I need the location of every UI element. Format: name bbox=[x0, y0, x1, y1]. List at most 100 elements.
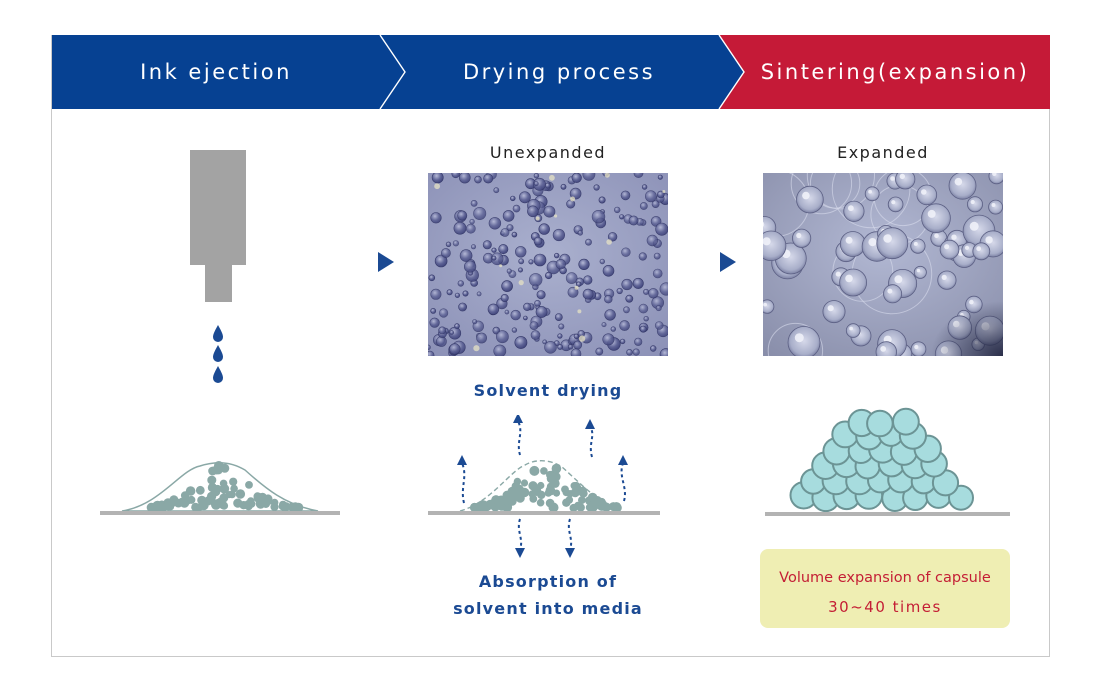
header-step-drying-process bbox=[380, 35, 744, 109]
ink-particle bbox=[233, 498, 243, 508]
ink-particle bbox=[529, 465, 540, 476]
microcapsule bbox=[430, 212, 442, 224]
microcapsule bbox=[576, 281, 582, 287]
microcapsule bbox=[535, 306, 548, 318]
light-speck bbox=[662, 190, 666, 193]
header-step-label: Ink ejection bbox=[140, 60, 292, 84]
microcapsule bbox=[604, 309, 616, 321]
microcapsule bbox=[602, 265, 615, 277]
microcapsule bbox=[557, 333, 563, 339]
light-speck bbox=[574, 285, 579, 290]
ink-particle bbox=[179, 498, 188, 506]
microcapsule bbox=[523, 302, 532, 311]
ink-particle bbox=[537, 490, 546, 500]
microcapsule bbox=[599, 258, 606, 265]
microcapsule bbox=[491, 247, 497, 253]
ink-particle bbox=[195, 485, 205, 495]
microcapsule bbox=[440, 248, 451, 258]
microcapsule bbox=[496, 330, 509, 344]
microcapsule bbox=[429, 317, 440, 328]
light-speck bbox=[578, 335, 586, 342]
microcapsule bbox=[652, 268, 663, 279]
microcapsule bbox=[619, 338, 626, 345]
microcapsule bbox=[616, 287, 623, 295]
evaporation-arrow-icon bbox=[620, 462, 626, 502]
ink-particle bbox=[565, 496, 574, 504]
absorption-label-line2: solvent into media bbox=[453, 599, 643, 618]
ink-particle bbox=[578, 496, 586, 504]
light-speck bbox=[549, 174, 555, 181]
expanded-micrograph bbox=[763, 173, 1003, 356]
microcapsule bbox=[552, 228, 565, 242]
ink-particle bbox=[207, 482, 217, 493]
microcapsule bbox=[544, 182, 551, 189]
microcapsule bbox=[638, 252, 647, 261]
microcapsule bbox=[621, 278, 633, 291]
microcapsule bbox=[583, 275, 593, 285]
microcapsule bbox=[536, 290, 546, 300]
microcapsule bbox=[604, 294, 613, 304]
light-speck bbox=[518, 280, 524, 286]
ink-particle bbox=[150, 503, 159, 511]
microcapsule bbox=[511, 231, 518, 238]
microcapsule bbox=[430, 307, 437, 314]
absorption-arrow-icon bbox=[517, 518, 523, 550]
ink-particle bbox=[612, 502, 622, 512]
microcapsule bbox=[553, 252, 560, 259]
microcapsule bbox=[632, 348, 640, 356]
ink-particle bbox=[207, 475, 217, 485]
microcapsule bbox=[476, 332, 487, 344]
ink-particle bbox=[278, 500, 288, 509]
microcapsule bbox=[577, 230, 584, 236]
ink-particle bbox=[264, 497, 273, 505]
expanded-capsule bbox=[892, 407, 920, 436]
microcapsule bbox=[529, 321, 539, 330]
ink-ejection-illustration bbox=[100, 150, 340, 515]
ink-particle bbox=[494, 496, 505, 506]
microcapsule bbox=[428, 350, 435, 356]
ink-particle bbox=[187, 495, 196, 504]
ink-particle bbox=[528, 481, 538, 491]
microcapsule bbox=[445, 241, 452, 248]
microcapsule bbox=[459, 249, 473, 262]
drying-illustration bbox=[428, 415, 660, 558]
microcapsule bbox=[543, 205, 556, 218]
ink-particle bbox=[247, 500, 256, 508]
evaporation-arrows bbox=[461, 420, 626, 504]
microcapsule bbox=[469, 218, 475, 225]
microcapsule bbox=[628, 215, 639, 226]
microcapsule bbox=[459, 173, 471, 184]
microcapsule bbox=[487, 303, 500, 316]
header-step-ink-ejection bbox=[52, 35, 405, 109]
ink-particle bbox=[548, 502, 559, 513]
microcapsule bbox=[435, 336, 447, 347]
ink-particle bbox=[540, 467, 548, 475]
microcapsule bbox=[644, 190, 657, 203]
microcapsule bbox=[530, 330, 541, 340]
solvent-drying-label: Solvent drying bbox=[473, 381, 623, 400]
microcapsule bbox=[659, 282, 668, 296]
microcapsule bbox=[510, 309, 521, 321]
light-speck bbox=[499, 264, 503, 268]
microcapsule bbox=[528, 273, 543, 287]
light-speck bbox=[606, 239, 612, 245]
drying-particles bbox=[469, 463, 622, 513]
nozzle-tip bbox=[205, 264, 232, 302]
media-surface bbox=[428, 511, 660, 515]
ink-droplet bbox=[213, 325, 223, 342]
microcapsule bbox=[657, 190, 665, 199]
microcapsule bbox=[523, 315, 528, 321]
ink-droplet bbox=[213, 345, 223, 362]
microcapsule bbox=[493, 344, 507, 356]
microcapsule bbox=[476, 291, 482, 297]
microcapsule bbox=[500, 294, 509, 303]
microcapsule bbox=[610, 326, 617, 332]
ink-particle bbox=[551, 463, 562, 474]
microcapsule bbox=[558, 323, 565, 330]
microcapsule bbox=[643, 288, 650, 295]
ink-particle bbox=[566, 490, 574, 498]
light-speck bbox=[473, 345, 480, 352]
microcapsule bbox=[457, 210, 468, 221]
microcapsule bbox=[595, 347, 604, 356]
evaporation-arrow-icon bbox=[517, 420, 522, 456]
